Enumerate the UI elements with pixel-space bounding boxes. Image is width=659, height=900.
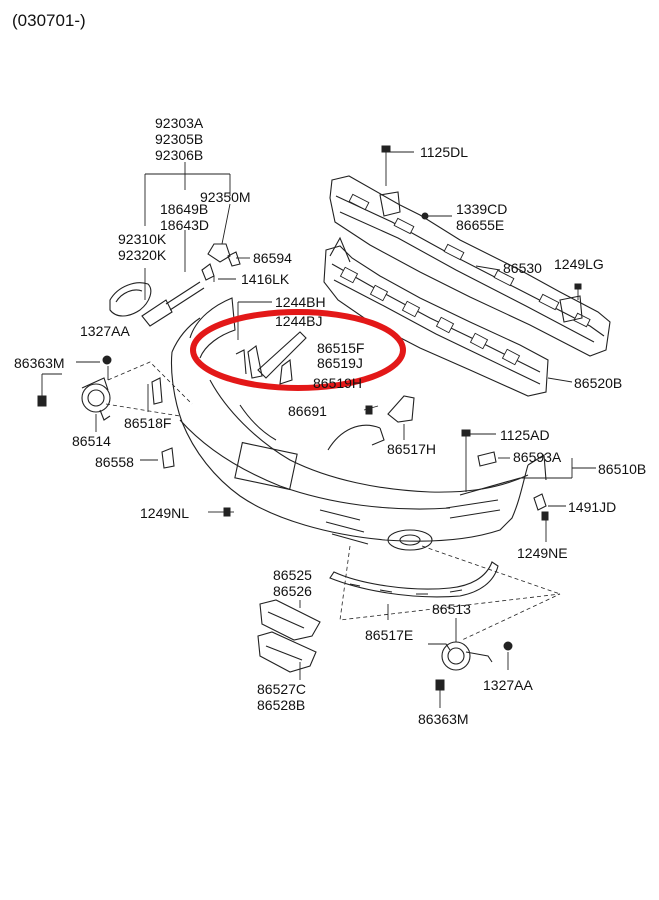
label-86518F: 86518F [124, 415, 171, 431]
label-1327AA-top: 1327AA [80, 323, 130, 339]
label-86528B: 86528B [257, 697, 305, 713]
label-86520B: 86520B [574, 375, 622, 391]
splash-shield-86527C [257, 631, 317, 673]
label-86525: 86525 [273, 567, 312, 583]
label-1416LK: 1416LK [241, 271, 290, 287]
side-bracket-86517H [387, 395, 415, 423]
part-labels: 92303A 92305B 92306B 92350M 18649B 18643… [14, 115, 646, 727]
label-92303A: 92303A [155, 115, 204, 131]
screw-86691 [363, 405, 379, 415]
label-86519H: 86519H [313, 375, 362, 391]
bolt-1249LG [574, 283, 582, 300]
nut-1327AA-bot [503, 641, 513, 651]
leader-lines [41, 151, 596, 708]
screw-1249NE [541, 511, 549, 521]
label-1125DL: 1125DL [420, 144, 468, 160]
lower-lip-86517E [329, 561, 499, 598]
label-92310K: 92310K [118, 231, 167, 247]
screw-86363M-bot [435, 679, 445, 691]
nut-1339CD [421, 212, 429, 220]
label-86513: 86513 [432, 601, 471, 617]
label-92306B: 92306B [155, 147, 203, 163]
label-92320K: 92320K [118, 247, 167, 263]
label-1125AD: 1125AD [500, 427, 550, 443]
label-86691: 86691 [288, 403, 327, 419]
bolt-1125DL [381, 145, 391, 186]
screw-86363M-top [37, 395, 47, 407]
label-1491JD: 1491JD [568, 499, 616, 515]
clip-86558 [161, 447, 175, 469]
label-86655E: 86655E [456, 217, 504, 233]
label-86514: 86514 [72, 433, 111, 449]
date-code: (030701-) [12, 11, 86, 30]
label-1339CD: 1339CD [456, 201, 507, 217]
label-18649B: 18649B [160, 201, 208, 217]
highlight-circle [190, 309, 406, 391]
energy-absorber-86520B [323, 236, 549, 397]
bumper-beam-86530 [329, 175, 611, 357]
nut-1327AA-top [102, 355, 112, 365]
label-92305B: 92305B [155, 131, 203, 147]
label-1327AA-bot: 1327AA [483, 677, 533, 693]
clip-86594 [227, 251, 241, 267]
label-86519J: 86519J [317, 355, 363, 371]
label-1244BH: 1244BH [275, 294, 326, 310]
label-86594: 86594 [253, 250, 292, 266]
label-18643D: 18643D [160, 217, 209, 233]
label-86517E: 86517E [365, 627, 413, 643]
label-86363M-top: 86363M [14, 355, 65, 371]
label-86530: 86530 [503, 260, 542, 276]
label-86517H: 86517H [387, 441, 436, 457]
label-86526: 86526 [273, 583, 312, 599]
label-1249NE: 1249NE [517, 545, 568, 561]
label-86363M-bot: 86363M [418, 711, 469, 727]
side-marker-lamp [109, 243, 231, 327]
bracket-86515F [257, 331, 307, 385]
clip-1491JD [533, 493, 547, 511]
label-1244BJ: 1244BJ [275, 313, 322, 329]
label-92350M: 92350M [200, 189, 251, 205]
label-86510B: 86510B [598, 461, 646, 477]
label-1249NL: 1249NL [140, 505, 189, 521]
bumper-cover-86510B [170, 297, 547, 551]
label-1249LG: 1249LG [554, 256, 604, 272]
bolt-1125AD [461, 429, 471, 492]
screw-1249NL [220, 507, 234, 517]
label-86527C: 86527C [257, 681, 306, 697]
fog-lamp-bracket-86513 [428, 641, 493, 671]
label-86558: 86558 [95, 454, 134, 470]
clip-86593A [477, 451, 497, 467]
fog-lamp-bracket-86514 [81, 377, 111, 421]
label-86593A: 86593A [513, 449, 562, 465]
label-86515F: 86515F [317, 340, 364, 356]
retainer-86518F [151, 377, 163, 405]
splash-shield-86525 [259, 599, 321, 641]
